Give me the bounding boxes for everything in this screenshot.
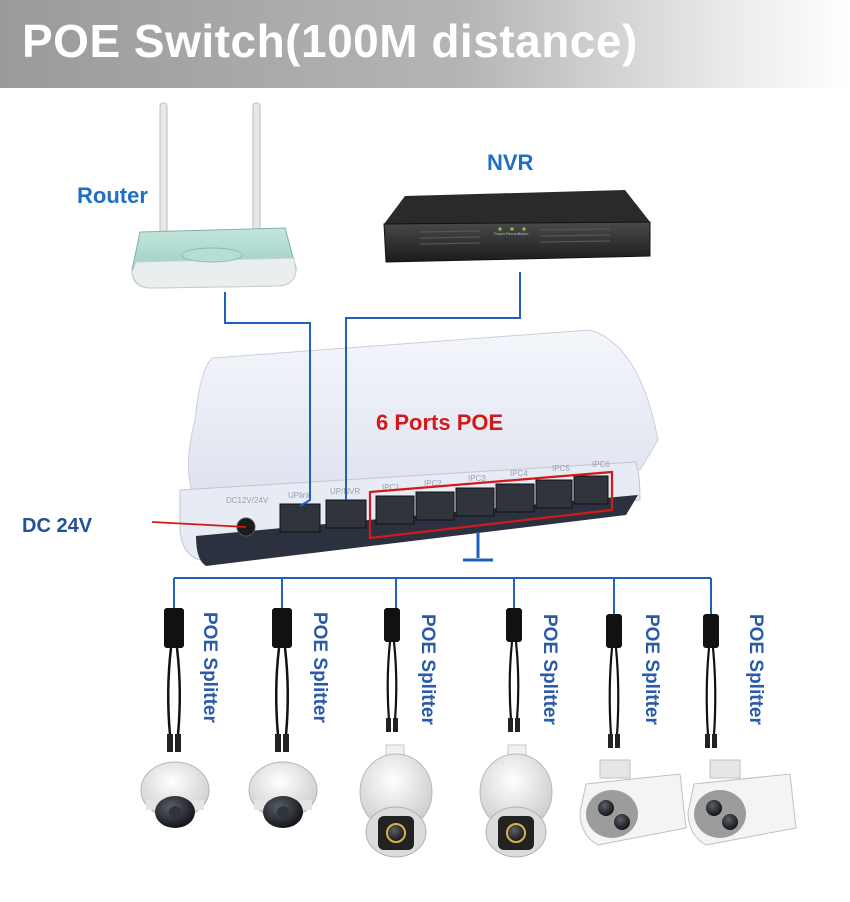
port-label-ipc5: IPC5 — [552, 464, 570, 473]
splitter-6 — [703, 614, 719, 748]
router-label: Router — [77, 183, 148, 208]
port-label-uplink: UPlink — [288, 491, 312, 500]
splitter-label-text-1: POE Splitter — [199, 612, 220, 723]
splitter-label-text-2: POE Splitter — [309, 612, 330, 723]
splitter-label-6: POE Splitter — [742, 614, 766, 744]
port-ipc2 — [415, 491, 455, 521]
router-antenna-left — [159, 102, 168, 239]
port-label-power: DC12V/24V — [226, 496, 269, 505]
port-label-ipc1: IPC1 — [382, 483, 400, 492]
splitter-label-3: POE Splitter — [414, 614, 438, 744]
port-label-ipc4: IPC4 — [510, 469, 528, 478]
distribution-bus — [173, 577, 712, 616]
poe-switch-device: DC12V/24V UPlink UP/NVR IPC1 IPC2 IPC3 I… — [179, 329, 659, 566]
nvr-button-power: Power — [494, 231, 506, 236]
nvr-top — [384, 190, 650, 224]
nvr-device: Power Record Alarm — [383, 190, 651, 263]
port-label-ipc6: IPC6 — [592, 460, 610, 469]
port-label-ipc3: IPC3 — [468, 474, 486, 483]
splitter-1 — [164, 608, 184, 752]
nvr-button-record: Record — [506, 231, 519, 236]
splitter-label-4: POE Splitter — [536, 614, 560, 744]
splitter-label-2: POE Splitter — [306, 612, 330, 742]
title-banner: POE Switch(100M distance) — [0, 0, 850, 88]
speed-dome-camera-2 — [479, 744, 553, 858]
power-wire — [151, 521, 247, 528]
nvr-front — [383, 221, 651, 263]
port-ipc1 — [375, 495, 415, 525]
splitter-label-5: POE Splitter — [638, 614, 662, 744]
splitter-label-text-4: POE Splitter — [539, 614, 560, 725]
port-ipc3 — [455, 487, 495, 517]
switch-ports — [279, 475, 609, 533]
poe-splitters — [164, 608, 719, 752]
router-antenna-right — [252, 102, 261, 239]
nvr-vents — [419, 228, 611, 245]
port-ipc6 — [573, 475, 609, 505]
splitter-label-text-6: POE Splitter — [745, 614, 766, 725]
speed-dome-camera-1 — [359, 744, 433, 858]
port-ipc4 — [495, 483, 535, 513]
switch-label: 6 Ports POE — [376, 410, 504, 435]
splitter-2 — [272, 608, 292, 752]
nvr-label: NVR — [487, 150, 534, 175]
page-title: POE Switch(100M distance) — [22, 15, 638, 67]
splitter-label-text-3: POE Splitter — [417, 614, 438, 725]
nvr-button-alarm: Alarm — [518, 231, 529, 236]
switch-top — [188, 329, 659, 501]
power-label: DC 24V — [22, 515, 93, 537]
bullet-camera-1 — [579, 759, 687, 846]
poe-ports-highlight — [368, 470, 614, 540]
port-nvr — [325, 499, 367, 529]
dome-camera-2 — [248, 761, 318, 828]
splitter-5 — [606, 614, 622, 748]
switch-base — [196, 495, 638, 566]
port-uplink — [279, 503, 321, 533]
splitter-label-text-5: POE Splitter — [641, 614, 662, 725]
splitter-label-1: POE Splitter — [196, 612, 220, 742]
uplink-wires — [224, 272, 521, 507]
splitter-4 — [506, 608, 522, 732]
router-wire — [224, 292, 311, 507]
port-ipc5 — [535, 479, 573, 509]
dome-camera-1 — [140, 761, 210, 828]
bullet-camera-2 — [687, 759, 797, 846]
nvr-wire — [345, 272, 521, 500]
router-device — [131, 102, 297, 289]
port-label-ipc2: IPC2 — [424, 479, 442, 488]
splitter-3 — [384, 608, 400, 732]
